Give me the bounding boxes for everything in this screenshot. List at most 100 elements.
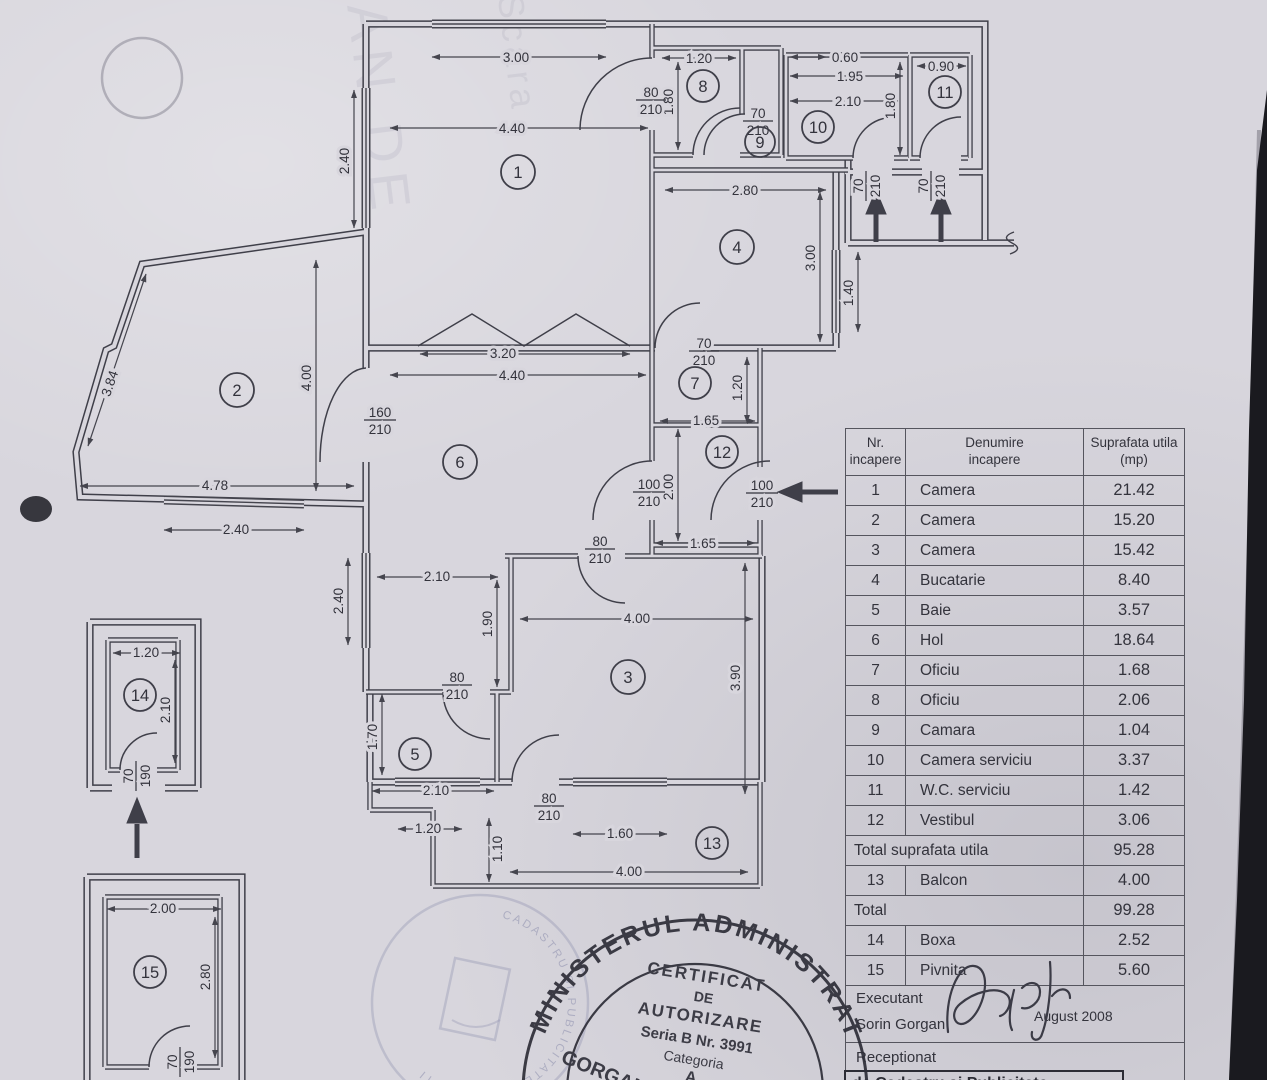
executant-block: Executant Sorin Gorgan August 2008 (846, 986, 1184, 1043)
interior-walls (105, 24, 970, 1067)
svg-text:2.40: 2.40 (223, 522, 249, 537)
svg-text:1: 1 (513, 164, 522, 182)
entrance-arrows (126, 188, 952, 858)
svg-text:70: 70 (165, 1054, 180, 1069)
dimension-lines (79, 54, 967, 1059)
svg-text:1.20: 1.20 (415, 821, 441, 836)
svg-text:1.60: 1.60 (607, 826, 633, 841)
svg-text:1.90: 1.90 (480, 611, 495, 637)
svg-text:3.90: 3.90 (728, 665, 743, 691)
svg-text:11: 11 (936, 84, 953, 102)
french-window-zigzag (417, 313, 631, 347)
svg-text:12: 12 (713, 444, 731, 462)
svg-text:1.20: 1.20 (686, 51, 712, 66)
svg-text:1.70: 1.70 (365, 724, 380, 750)
svg-text:14: 14 (131, 687, 149, 705)
svg-text:210: 210 (751, 495, 774, 510)
svg-text:80: 80 (449, 670, 464, 685)
executant-name: Sorin Gorgan (856, 1016, 946, 1033)
svg-text:70: 70 (696, 336, 711, 351)
svg-text:8: 8 (698, 78, 707, 96)
wall-break-squiggle (1005, 231, 1019, 255)
svg-text:70: 70 (851, 178, 866, 193)
svg-text:2.10: 2.10 (424, 569, 450, 584)
svg-text:210: 210 (538, 808, 561, 823)
svg-text:2.10: 2.10 (423, 783, 449, 798)
svg-text:210: 210 (589, 551, 612, 566)
room-number-labels: 1 2 3 4 5 6 7 8 9 10 11 12 13 14 15 (123, 69, 962, 989)
svg-text:0.60: 0.60 (832, 50, 858, 65)
svg-text:1.40: 1.40 (841, 280, 856, 306)
svg-text:5: 5 (410, 746, 419, 764)
svg-text:4.40: 4.40 (499, 121, 525, 136)
svg-text:7: 7 (690, 375, 699, 393)
executant-date: August 2008 (1034, 1008, 1113, 1024)
svg-text:210: 210 (868, 175, 883, 198)
svg-text:3.20: 3.20 (490, 346, 516, 361)
svg-text:13: 13 (703, 835, 721, 853)
svg-text:160: 160 (369, 405, 392, 420)
svg-text:3.00: 3.00 (503, 50, 529, 65)
svg-text:1.80: 1.80 (883, 93, 898, 119)
door-arcs (119, 57, 962, 1068)
svg-text:4.40: 4.40 (499, 368, 525, 383)
svg-text:3.00: 3.00 (803, 245, 818, 271)
svg-text:15: 15 (141, 964, 159, 982)
svg-text:4.78: 4.78 (202, 478, 228, 493)
svg-text:1.20: 1.20 (133, 645, 159, 660)
svg-text:2.80: 2.80 (732, 183, 758, 198)
svg-text:210: 210 (369, 422, 392, 437)
svg-text:10: 10 (809, 119, 827, 137)
svg-text:2.40: 2.40 (337, 148, 352, 174)
svg-text:3: 3 (623, 669, 632, 687)
svg-text:9: 9 (755, 134, 764, 152)
svg-text:80: 80 (541, 791, 556, 806)
dimension-labels: 3.00 4.40 1.20 0.60 1.95 2.10 0.90 2.80 … (95, 47, 957, 993)
svg-text:2.00: 2.00 (150, 901, 176, 916)
receptionat-label: Receptionat (856, 1049, 937, 1066)
svg-text:2: 2 (232, 382, 241, 400)
svg-text:2.00: 2.00 (661, 474, 676, 500)
svg-text:1.65: 1.65 (690, 536, 716, 551)
svg-text:4.00: 4.00 (299, 365, 314, 391)
svg-text:210: 210 (638, 494, 661, 509)
svg-text:2.80: 2.80 (198, 964, 213, 990)
svg-text:1.95: 1.95 (837, 69, 863, 84)
svg-text:2.10: 2.10 (835, 94, 861, 109)
bottom-partial-stamp-box: de Cadastru si Publicitate Imobiliar (844, 1070, 1124, 1080)
svg-text:70: 70 (121, 768, 136, 783)
svg-text:4.00: 4.00 (624, 611, 650, 626)
svg-text:210: 210 (933, 175, 948, 198)
svg-text:210: 210 (446, 687, 469, 702)
svg-text:1.10: 1.10 (490, 836, 505, 862)
svg-text:190: 190 (138, 765, 153, 788)
receptionat-block: Receptionat (846, 1043, 1184, 1080)
executant-label: Executant (856, 990, 923, 1007)
svg-text:1.80: 1.80 (661, 89, 676, 115)
svg-text:80: 80 (643, 85, 658, 100)
svg-text:1.20: 1.20 (730, 375, 745, 401)
svg-text:80: 80 (592, 534, 607, 549)
svg-text:0.90: 0.90 (928, 59, 954, 74)
